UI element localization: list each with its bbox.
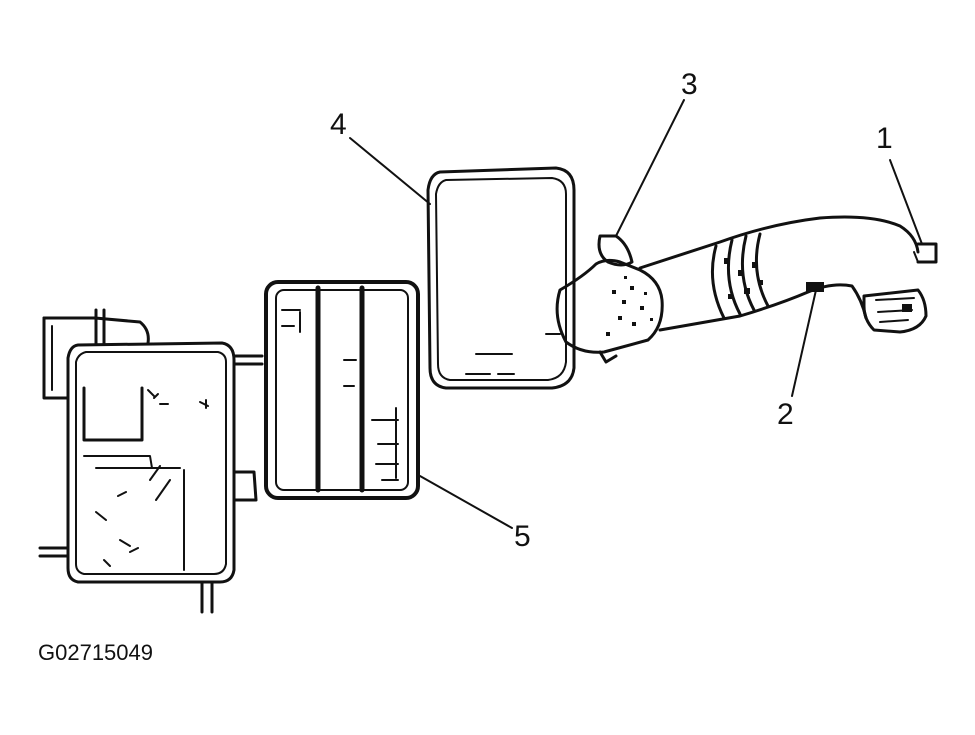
leader-line-1 [889,159,923,245]
leader-lines [349,99,923,529]
intake-duct-assembly [555,215,938,364]
leader-line-2 [791,289,817,397]
air-cleaner-housing [38,308,264,614]
callout-5: 5 [514,520,531,553]
air-cleaner-cover [426,166,576,390]
callout-3: 3 [681,68,698,101]
figure-id: G02715049 [38,640,153,665]
leader-line-5 [419,475,513,529]
callout-1: 1 [876,122,893,155]
callout-4: 4 [330,108,347,141]
callout-2: 2 [777,398,794,431]
air-filter-element [264,280,420,500]
leader-line-3 [615,99,685,237]
leader-line-4 [349,137,431,205]
